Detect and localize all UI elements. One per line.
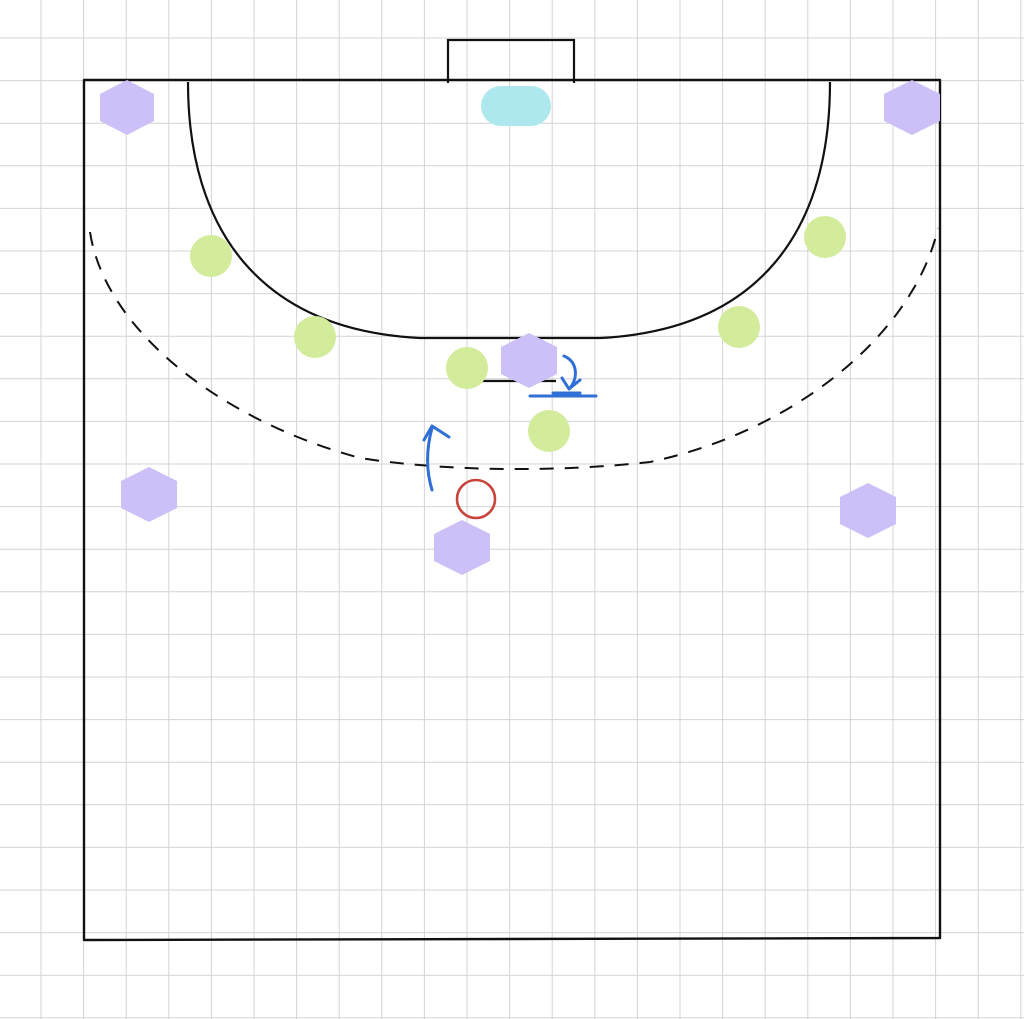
goal — [446, 38, 576, 83]
free-throw-line — [89, 227, 939, 471]
defender-circle[interactable] — [294, 316, 336, 358]
hook-down-arrow-icon — [528, 354, 598, 398]
court-boundary — [82, 78, 942, 942]
attackers-group — [100, 80, 940, 575]
curved-up-arrow-icon — [422, 424, 451, 492]
attacker-hexagon[interactable] — [121, 467, 177, 522]
ball-ring-icon[interactable] — [455, 478, 497, 520]
attacker-hexagon[interactable] — [100, 80, 154, 135]
defender-circle[interactable] — [528, 410, 570, 452]
defender-circle[interactable] — [804, 216, 846, 258]
goalkeeper-pill[interactable] — [481, 86, 551, 126]
attacker-hexagon[interactable] — [434, 520, 490, 575]
attacker-hexagon[interactable] — [884, 80, 940, 135]
attacker-hexagon[interactable] — [840, 483, 896, 538]
defender-circle[interactable] — [446, 347, 488, 389]
defenders-group — [190, 216, 846, 452]
goal-area-line — [186, 81, 832, 340]
attacker-hexagon[interactable] — [501, 333, 557, 388]
defender-circle[interactable] — [190, 235, 232, 277]
defender-circle[interactable] — [718, 306, 760, 348]
